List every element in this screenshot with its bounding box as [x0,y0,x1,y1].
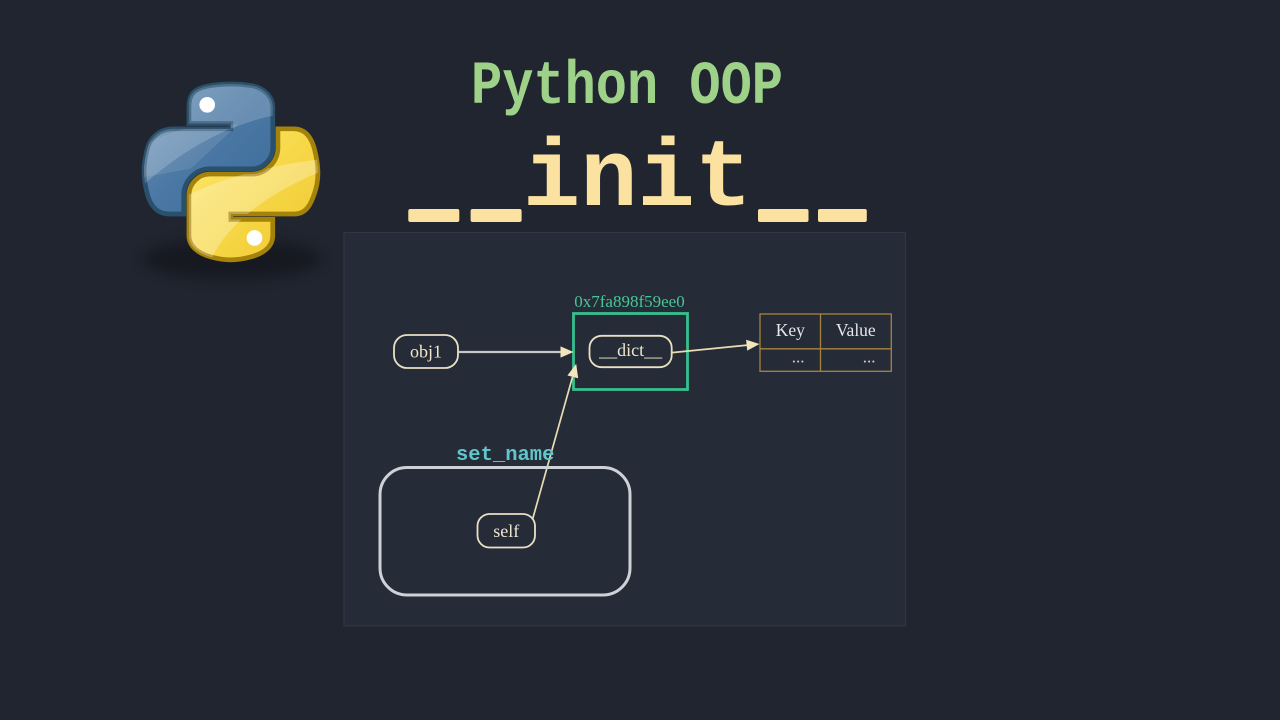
svg-text:...: ... [863,348,876,367]
svg-text:Key: Key [776,320,805,340]
svg-text:0x7fa898f59ee0: 0x7fa898f59ee0 [574,292,684,311]
svg-text:...: ... [792,348,805,367]
svg-text:__dict__: __dict__ [598,340,663,360]
svg-text:obj1: obj1 [410,342,442,362]
svg-text:Python OOP: Python OOP [471,52,783,121]
svg-text:Value: Value [836,320,876,340]
svg-text:self: self [493,521,519,541]
svg-text:init: init [523,125,752,234]
svg-text:set_name: set_name [456,444,554,467]
